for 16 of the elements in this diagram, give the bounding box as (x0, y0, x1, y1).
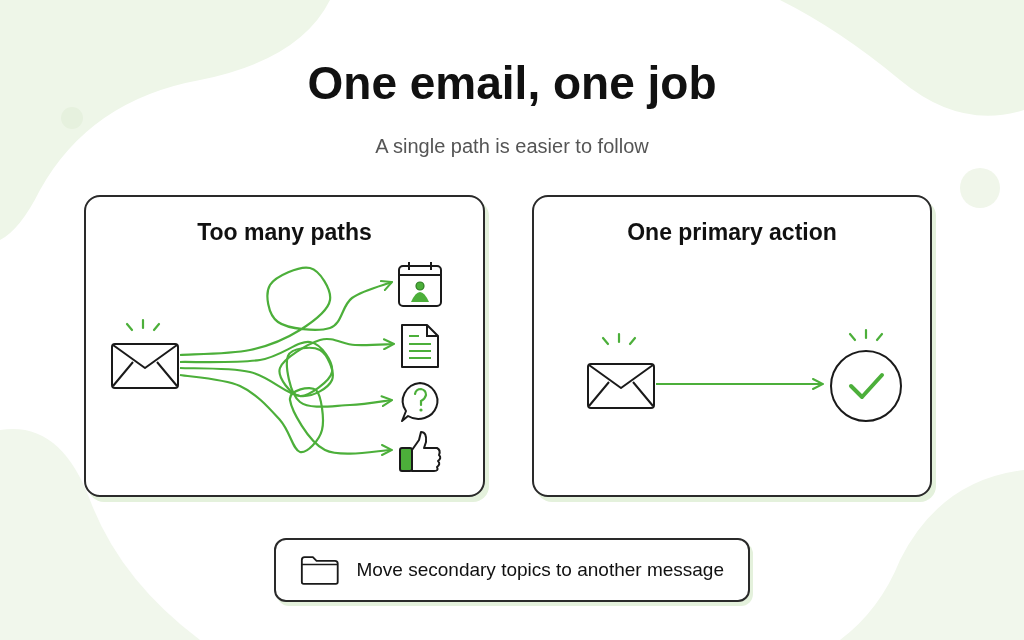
document-icon (399, 322, 441, 370)
thumbs-up-icon (397, 430, 443, 474)
title: One email, one job (307, 57, 717, 109)
envelope-icon (110, 318, 180, 390)
panel-heading: Too many paths (197, 219, 372, 245)
envelope-icon (586, 332, 656, 410)
checkmark-circle (828, 328, 904, 424)
arrow (180, 337, 395, 398)
arrow (179, 266, 393, 357)
calendar-icon (397, 260, 443, 308)
panel-heading: One primary action (627, 219, 837, 245)
arrow (179, 373, 393, 457)
tip-text: Move secondary topics to another message (356, 557, 724, 582)
arrow (656, 378, 824, 390)
arrow (179, 346, 393, 408)
subtitle: A single path is easier to follow (375, 135, 649, 157)
